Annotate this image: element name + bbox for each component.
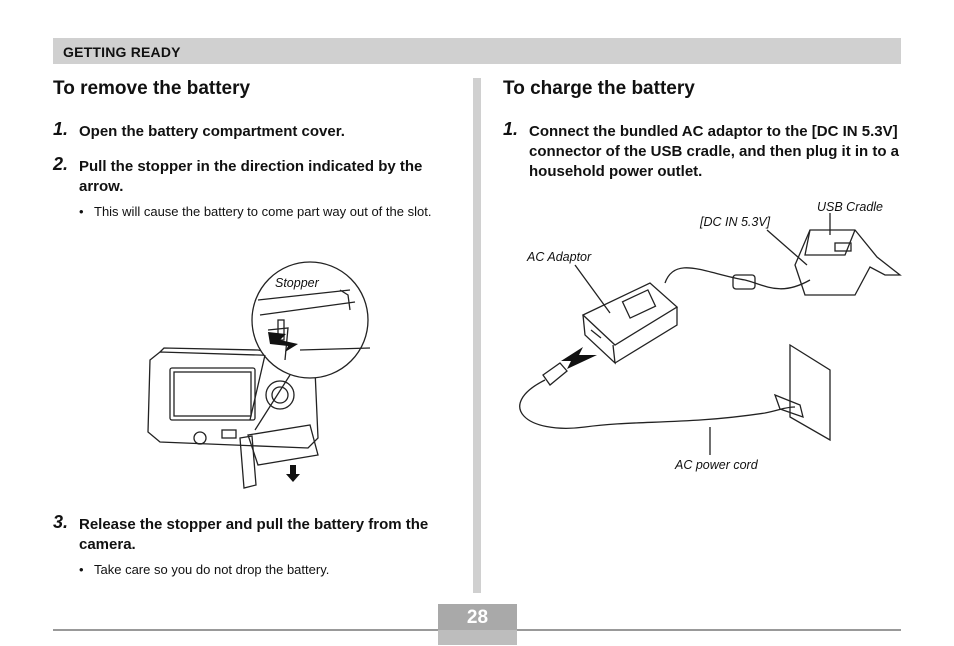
ac-power-cord xyxy=(519,379,796,429)
camera-body xyxy=(147,351,319,449)
label-ac-power-cord: AC power cord xyxy=(675,458,758,472)
bullet-dot: • xyxy=(79,204,84,219)
wall-outlet xyxy=(789,343,831,442)
battery-cover xyxy=(239,435,257,489)
label-ac-adaptor: AC Adaptor xyxy=(527,250,592,264)
page-number-tab xyxy=(438,604,517,630)
step-number: 1. xyxy=(503,119,519,139)
bullet-note: • This will cause the battery to come pa… xyxy=(79,203,474,221)
bullet-note: • Take care so you do not drop the batte… xyxy=(79,561,474,579)
label-dc-in: [DC IN 5.3V] xyxy=(700,215,771,229)
page-number-box: 28 xyxy=(438,604,517,645)
step-number: 2. xyxy=(53,154,69,174)
remove-battery-title: To remove the battery xyxy=(53,78,251,99)
step-text: Release the stopper and pull the battery… xyxy=(79,516,429,553)
charging-illustration xyxy=(519,213,902,455)
bullet-dot: • xyxy=(79,562,84,577)
insert-arrow-icon xyxy=(561,347,597,369)
camera-screen xyxy=(169,367,256,421)
usb-cradle xyxy=(794,229,902,296)
label-usb-cradle: USB Cradle xyxy=(817,200,883,214)
remove-step-1: 1. Open the battery compartment cover. xyxy=(53,119,448,142)
bullet-text: This will cause the battery to come part… xyxy=(94,204,432,219)
column-divider xyxy=(473,78,481,593)
section-header: GETTING READY xyxy=(53,38,901,64)
page-number: 28 xyxy=(466,607,489,628)
step-text: Connect the bundled AC adaptor to the [D… xyxy=(529,123,900,180)
direction-arrow-icon xyxy=(268,332,298,352)
step-text: Open the battery compartment cover. xyxy=(79,123,345,140)
camera-battery-illustration xyxy=(147,261,371,489)
step-text: Pull the stopper in the direction indica… xyxy=(79,158,423,195)
remove-step-3: 3. Release the stopper and pull the batt… xyxy=(53,512,448,555)
bullet-text: Take care so you do not drop the battery… xyxy=(94,562,330,577)
section-title: GETTING READY xyxy=(63,44,181,60)
ac-connector xyxy=(542,362,568,386)
remove-step-2: 2. Pull the stopper in the direction ind… xyxy=(53,154,448,197)
step-number: 3. xyxy=(53,512,69,532)
charge-battery-title: To charge the battery xyxy=(503,78,695,99)
step-number: 1. xyxy=(53,119,69,139)
charge-step-1: 1. Connect the bundled AC adaptor to the… xyxy=(503,119,903,182)
down-arrow-icon xyxy=(286,465,300,482)
battery xyxy=(247,424,319,466)
dc-cable xyxy=(664,267,811,290)
label-stopper: Stopper xyxy=(275,276,319,290)
